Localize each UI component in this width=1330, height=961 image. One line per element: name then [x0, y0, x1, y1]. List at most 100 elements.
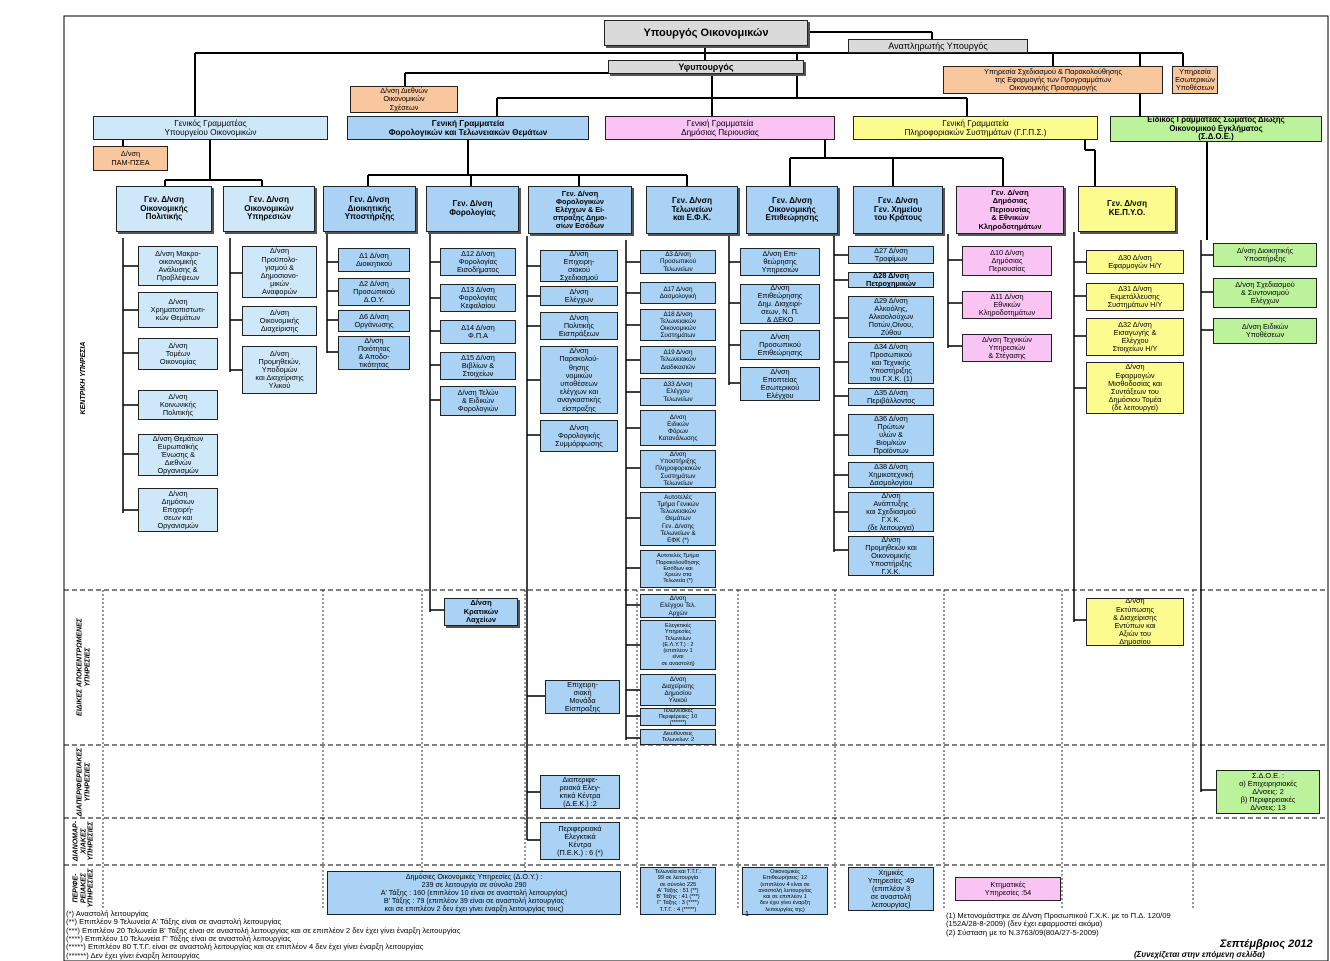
gd-economic-policy-label: Γεν. Δ/νση Οικονομικής Πολιτικής — [140, 194, 188, 222]
unit-c5-pek-label: Περιφερειακά Ελεγκτικά Κέντρα (Π.Ε.Κ.) :… — [557, 823, 603, 858]
unit-c4-1: Δ12 Δ/νση Φορολογίας Εισοδήματος — [440, 248, 516, 276]
unit-c8-4: Δ34 Δ/νση Προσωπικού και Τεχνικής Υποστή… — [848, 342, 934, 384]
row-label-special: ΕΙΔΙΚΕΣ ΑΠΟΚΕΝΤΡΩΜΕΝΕΣ ΥΠΗΡΕΣΙΕΣ — [76, 618, 91, 716]
unit-c5-2-label: Δ/νση Ελέγχων — [564, 286, 594, 304]
unit-c5-collection-label: Επιχειρη- σιακή Μονάδα Είσπραξης — [564, 680, 601, 714]
gd-taxation-label: Γεν. Δ/νση Φορολογίας — [449, 199, 496, 217]
unit-c2-1: Δ/νση Προϋπολο- γισμού & Δημοσιονο- μικώ… — [242, 246, 317, 298]
bottom-customs: Τελωνεία και Τ.Τ.Γ.: 99 σε λειτουργία σε… — [640, 867, 716, 915]
unit-c5-5-label: Δ/νση Φορολογικής Συμμόρφωσης — [555, 422, 603, 449]
unit-c7-1: Δ/νση Επι- θεώρησης Υπηρεσιών — [740, 248, 820, 276]
footnotes-left: (*) Αναστολή λειτουργίας (**) Επιπλέον 9… — [66, 909, 461, 960]
unit-c10-3-label: Δ32 Δ/νση Εισαγωγής & Ελέγχου Στοιχείων … — [1112, 319, 1158, 354]
unit-c4-3-label: Δ14 Δ/νση Φ.Π.Α — [461, 322, 495, 340]
unit-c10-3: Δ32 Δ/νση Εισαγωγής & Ελέγχου Στοιχείων … — [1086, 318, 1184, 356]
secretariat-ministry-label: Γενικός Γραμματέας Υπουργείου Οικονομικώ… — [164, 118, 257, 137]
unit-c4-1-label: Δ12 Δ/νση Φορολογίας Εισοδήματος — [457, 248, 499, 275]
minister-box: Υπουργός Οικονομικών — [604, 20, 808, 46]
unit-c6-field-5-label: Διευθύνσεις Τελωνείων: 2 — [661, 730, 695, 743]
unit-c8-7-label: Δ38 Δ/νση Χημικοτεχνική Δασμολογίου — [868, 462, 914, 488]
unit-c6-5: Δ33 Δ/νση Ελέγχου Τελωνείων — [640, 378, 716, 406]
unit-c8-2: Δ28 Δ/νση Πετροχημικών — [848, 272, 934, 288]
unit-sdoe-1-label: Δ/νση Διοικητικής Υποστήριξης — [1236, 245, 1294, 263]
undersecretary-box: Υφυπουργός — [608, 60, 804, 74]
bottom-property-label: Κτηματικές Υπηρεσίες :54 — [984, 879, 1032, 897]
unit-c8-2-label: Δ28 Δ/νση Πετροχημικών — [866, 272, 916, 288]
unit-c8-6: Δ36 Δ/νση Πρώτων υλών & Βιομ/κών Προϊόντ… — [848, 414, 934, 456]
unit-c5-2: Δ/νση Ελέγχων — [540, 286, 618, 306]
unit-c1-1-label: Δ/νση Μακρο- οικονομικής Ανάλυσης & Προβ… — [155, 248, 201, 283]
deputy-minister-box: Αναπληρωτής Υπουργός — [848, 39, 1028, 53]
unit-c1-3-label: Δ/νση Τομέων Οικονομίας — [159, 340, 197, 367]
unit-c4-4: Δ15 Δ/νση Βιβλίων & Στοιχείων — [440, 352, 516, 380]
unit-c1-3: Δ/νση Τομέων Οικονομίας — [138, 338, 218, 370]
unit-c1-1: Δ/νση Μακρο- οικονομικής Ανάλυσης & Προβ… — [138, 246, 218, 286]
unit-c6-field-5: Διευθύνσεις Τελωνείων: 2 — [640, 729, 716, 745]
internal-affairs-label: Υπηρεσία Εσωτερικών Υποθέσεων — [1175, 66, 1215, 93]
gd-kepyo: Γεν. Δ/νση ΚΕ.Π.Υ.Ο. — [1078, 186, 1176, 232]
unit-c2-3-label: Δ/νση Προμηθειών, Υποδομών και Διαχείρισ… — [255, 348, 304, 391]
unit-c3-1-label: Δ1 Δ/νση Διοικητικού — [356, 250, 392, 268]
unit-c5-1: Δ/νση Επιχειρη- σιακού Σχεδιασμού — [540, 250, 618, 282]
bottom-chemical: Χημικές Υπηρεσίες :49 (επιπλέον 3 σε ανα… — [848, 867, 934, 911]
unit-c1-2: Δ/νση Χρηματοπιστωτι- κών Θεμάτων — [138, 292, 218, 328]
column-dividers — [102, 590, 1194, 910]
unit-c6-9-label: Αυτοτελές Τμήμα Παρακολούθησης Εσόδων κα… — [656, 553, 700, 585]
planning-service-label: Υπηρεσία Σχεδιασμού & Παρακολούθησης της… — [983, 66, 1123, 93]
unit-c2-2: Δ/νση Οικονομικής Διαχείρισης — [242, 306, 317, 336]
bottom-chemical-label: Χημικές Υπηρεσίες :49 (επιπλέον 3 σε ανα… — [867, 867, 915, 910]
secretariat-property-label: Γενική Γραμματεία Δημόσιας Περιουσίας — [681, 118, 759, 137]
unit-c9-2: Δ11 Δ/νση Εθνικών Κληροδοτημάτων — [962, 291, 1052, 319]
unit-c10-1: Δ30 Δ/νση Εφαρμογών Η/Υ — [1086, 250, 1184, 274]
unit-c10-2: Δ31 Δ/νση Εκμετάλλευσης Συστημάτων Η/Υ — [1086, 283, 1184, 311]
gd-state-chemistry: Γεν. Δ/νση Γεν. Χημείου του Κράτους — [853, 186, 943, 234]
intl-relations-label: Δ/νση Διεθνών Οικονομικών Σχέσεων — [380, 86, 428, 112]
unit-c3-4: Δ/νση Ποιότητας & Αποδο- τικότητας — [338, 336, 410, 370]
unit-c5-4: Δ/νση Παρακολού- θησης νομικών υποθέσεων… — [540, 346, 618, 414]
unit-c8-6-label: Δ36 Δ/νση Πρώτων υλών & Βιομ/κών Προϊόντ… — [873, 414, 909, 456]
unit-c6-7-label: Δ/νση Υποστήριξης Πληροφοριακών Συστημάτ… — [655, 451, 701, 487]
unit-c6-8-label: Αυτοτελές Τμήμα Γενικών Τελωνειακών Θεμά… — [657, 494, 699, 544]
unit-c3-2-label: Δ2 Δ/νση Προσωπικού Δ.Ο.Υ. — [353, 278, 395, 305]
row-label-central: ΚΕΝΤΡΙΚΗ ΥΠΗΡΕΣΙΑ — [80, 341, 88, 415]
intl-relations-box: Δ/νση Διεθνών Οικονομικών Σχέσεων — [350, 86, 458, 113]
gd-inspection-label: Γεν. Δ/νση Οικονομικής Επιθεώρησης — [765, 195, 819, 223]
unit-c1-5-label: Δ/νση Θεμάτων Ευρωπαϊκής Ένωσης & Διεθνώ… — [152, 434, 204, 476]
unit-c5-4-label: Δ/νση Παρακολού- θησης νομικών υποθέσεων… — [557, 346, 601, 413]
unit-c10-printing-label: Δ/νση Εκτύπωσης & Διαχείρισης Εντύπων κα… — [1113, 598, 1157, 646]
pam-psea-label: Δ/νση ΠΑΜ-ΠΣΕΑ — [111, 149, 150, 167]
secretariat-property: Γενική Γραμματεία Δημόσιας Περιουσίας — [605, 116, 835, 140]
unit-c6-field-1: Δ/νση Ελέγχου Τελ. Αρχών — [640, 594, 716, 618]
unit-c8-5-label: Δ35 Δ/νση Περιβάλλοντος — [867, 388, 915, 405]
unit-c6-1-label: Δ3 Δ/νση Προσωπικού Τελωνείων — [659, 251, 697, 273]
unit-c6-5-label: Δ33 Δ/νση Ελέγχου Τελωνείων — [663, 381, 693, 403]
unit-c7-3: Δ/νση Προσωπικού Επιθεώρησης — [740, 330, 820, 360]
unit-c6-8: Αυτοτελές Τμήμα Γενικών Τελωνειακών Θεμά… — [640, 492, 716, 546]
unit-sdoe-regional-label: Σ.Δ.Ο.Ε. : α) Επιχειρησιακές Δ/νσεις: 2 … — [1239, 770, 1297, 813]
unit-c5-dek: Διαπεριφε- ρειακά Ελεγ- κτικά Κέντρα (Δ.… — [540, 775, 620, 809]
gd-public-property-label: Γεν. Δ/νση Δημόσιας Περιουσίας & Εθνικών… — [978, 188, 1042, 231]
unit-sdoe-1: Δ/νση Διοικητικής Υποστήριξης — [1213, 243, 1317, 267]
pam-psea-box: Δ/νση ΠΑΜ-ΠΣΕΑ — [93, 146, 168, 171]
bottom-inspection: Οικονομικές Επιθεωρήσεις: 12 (επιπλέον 4… — [742, 867, 828, 915]
unit-c9-3-label: Δ/νση Τεχνικών Υπηρεσιών & Στέγασης — [982, 334, 1032, 361]
unit-c1-6-label: Δ/νση Δημόσιων Επιχειρή- σεων και Οργανι… — [157, 488, 199, 531]
unit-c5-3: Δ/νση Πολιτικής Εισπράξεων — [540, 312, 618, 340]
unit-c8-8-label: Δ/νση Ανάπτυξης και Σχεδιασμού Γ.Χ.Κ. (δ… — [866, 492, 916, 532]
row-label-regional: ΠΕΡΙΦΕ- ΡΕΙΑΚΕΣ ΥΠΗΡΕΣΙΕΣ — [72, 868, 95, 908]
unit-sdoe-2: Δ/νση Σχεδιασμού & Συντονισμού Ελέγχων — [1213, 278, 1317, 308]
unit-c5-collection: Επιχειρη- σιακή Μονάδα Είσπραξης — [545, 680, 620, 714]
unit-c8-9: Δ/νση Προμηθειών και Οικονομικής Υποστήρ… — [848, 536, 934, 576]
unit-c1-4: Δ/νση Κοινωνικής Πολιτικής — [138, 390, 218, 420]
unit-c7-4: Δ/νση Εποπτείας Εσωτερικού Ελέγχου — [740, 367, 820, 401]
gd-economic-services-label: Γεν. Δ/νση Οικονομικών Υπηρεσιών — [244, 194, 294, 222]
unit-c8-4-label: Δ34 Δ/νση Προσωπικού και Τεχνικής Υποστή… — [869, 342, 913, 384]
unit-state-lotteries-label: Δ/νση Κρατικών Λαχείων — [463, 598, 499, 625]
unit-c10-1-label: Δ30 Δ/νση Εφαρμογών Η/Υ — [1108, 252, 1162, 270]
gd-admin-support-label: Γεν. Δ/νση Διοικητικής Υποστήριξης — [344, 194, 395, 222]
unit-c3-1: Δ1 Δ/νση Διοικητικού — [338, 248, 410, 272]
unit-c4-4-label: Δ15 Δ/νση Βιβλίων & Στοιχείων — [461, 352, 495, 379]
unit-c6-field-4: Τελωνειακές Περιφέρειες: 10 (******) — [640, 708, 716, 726]
bottom-customs-label: Τελωνεία και Τ.Τ.Γ.: 99 σε λειτουργία σε… — [654, 869, 702, 913]
unit-c6-4: Δ19 Δ/νση Τελωνειακών Διαδικασιών — [640, 346, 716, 374]
